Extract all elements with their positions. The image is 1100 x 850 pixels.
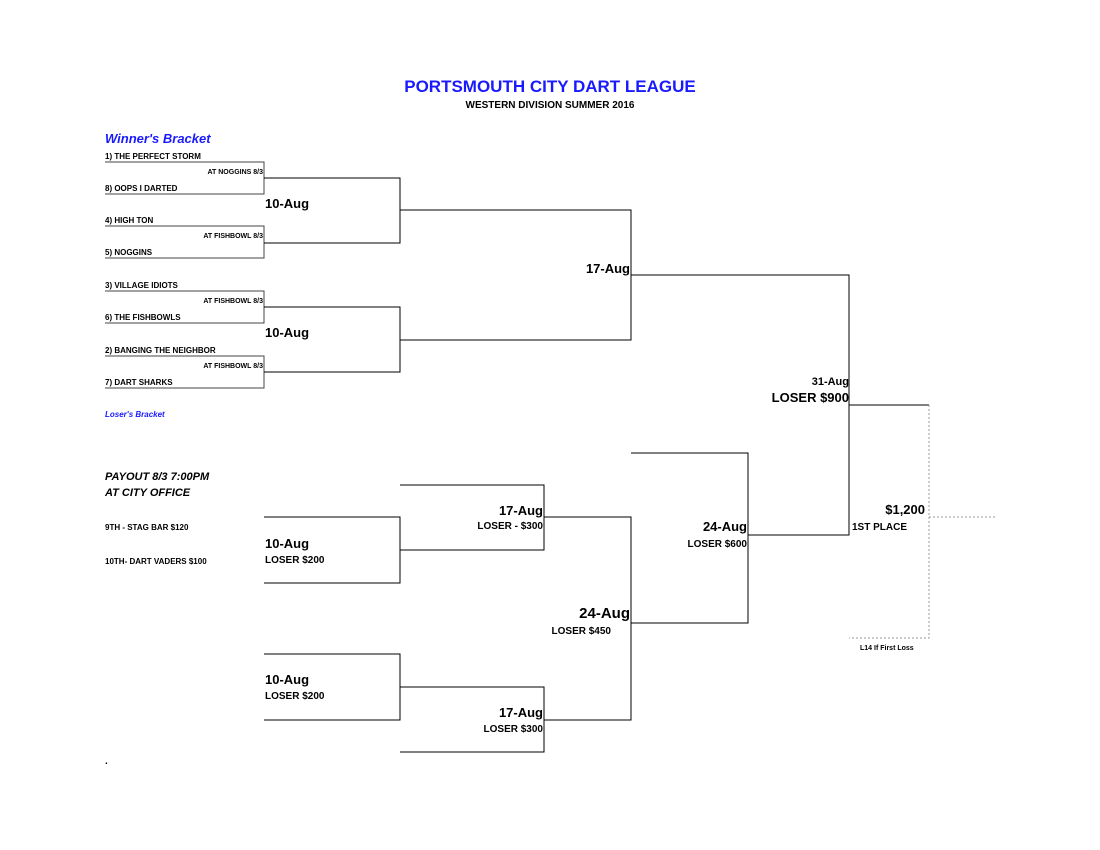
team: 7) DART SHARKS xyxy=(105,378,173,387)
first-place-label: 1ST PLACE xyxy=(852,522,908,533)
first-loss-note: L14 If First Loss xyxy=(860,645,914,652)
losers-bracket-label: Loser's Bracket xyxy=(105,410,165,419)
team: 1) THE PERFECT STORM xyxy=(105,152,201,161)
match-date: 24-Aug xyxy=(579,605,630,622)
payout-time: PAYOUT 8/3 7:00PM xyxy=(105,471,210,483)
final-loser-prize: LOSER $900 xyxy=(771,390,849,405)
footer-dot: . xyxy=(105,756,108,767)
team: 6) THE FISHBOWLS xyxy=(105,313,181,322)
match-date: 10-Aug xyxy=(265,672,310,687)
team: 4) HIGH TON xyxy=(105,216,154,225)
match-date: 17-Aug xyxy=(498,503,543,518)
page-title: PORTSMOUTH CITY DART LEAGUE xyxy=(404,77,696,96)
match-venue: AT FISHBOWL 8/3 xyxy=(203,363,263,370)
match-venue: AT FISHBOWL 8/3 xyxy=(203,233,263,240)
winners-bracket-label: Winner's Bracket xyxy=(105,131,211,146)
loser-prize: LOSER - $300 xyxy=(477,521,543,532)
loser-prize: LOSER $200 xyxy=(265,691,325,702)
match-date: 24-Aug xyxy=(702,519,747,534)
loser-prize: LOSER $600 xyxy=(687,539,747,550)
match-date: 10-Aug xyxy=(265,325,310,340)
match-date: 17-Aug xyxy=(585,261,630,276)
tenth-place: 10TH- DART VADERS $100 xyxy=(105,557,207,566)
team: 3) VILLAGE IDIOTS xyxy=(105,281,178,290)
loser-prize: LOSER $450 xyxy=(551,626,611,637)
loser-prize: LOSER $200 xyxy=(265,555,325,566)
team: 2) BANGING THE NEIGHBOR xyxy=(105,346,216,355)
match-venue: AT FISHBOWL 8/3 xyxy=(203,298,263,305)
final-date: 31-Aug xyxy=(811,376,849,388)
match-date: 17-Aug xyxy=(498,705,543,720)
champion-prize: $1,200 xyxy=(885,502,925,517)
payout-location: AT CITY OFFICE xyxy=(105,487,191,499)
ninth-place: 9TH - STAG BAR $120 xyxy=(105,523,189,532)
loser-prize: LOSER $300 xyxy=(483,724,543,735)
match-venue: AT NOGGINS 8/3 xyxy=(207,169,264,176)
team: 8) OOPS I DARTED xyxy=(105,184,178,193)
team: 5) NOGGINS xyxy=(105,248,153,257)
match-date: 10-Aug xyxy=(265,536,310,551)
page-subtitle: WESTERN DIVISION SUMMER 2016 xyxy=(465,100,635,111)
match-date: 10-Aug xyxy=(265,196,310,211)
